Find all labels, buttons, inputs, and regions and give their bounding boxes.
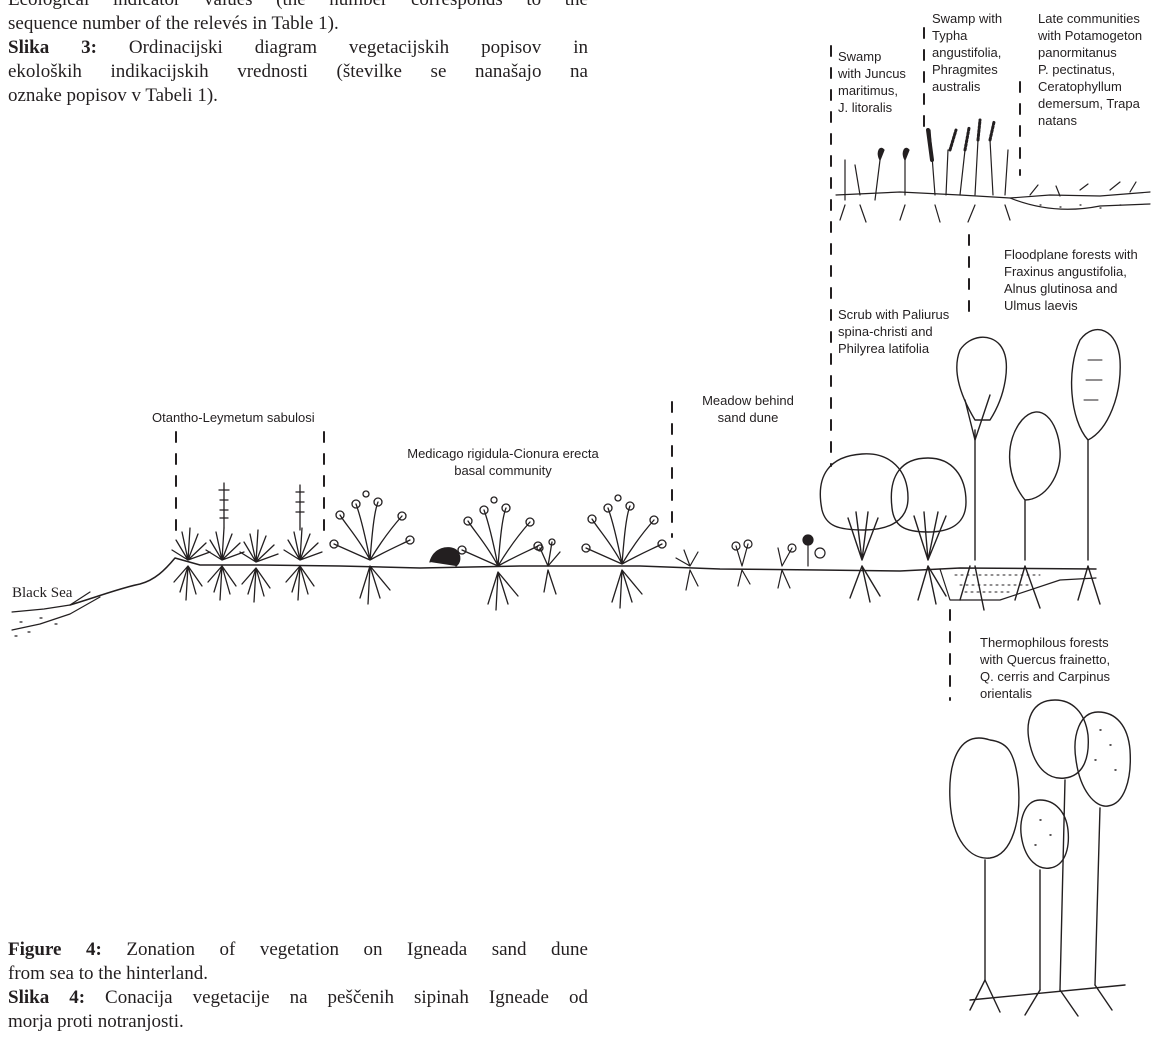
label-swamp-juncus: Swamp with Juncus maritimus, J. litorali…: [838, 48, 906, 116]
swamp-typha-line-2: Typha: [932, 27, 1002, 44]
meadow-line-2: sand dune: [688, 409, 808, 426]
medicago-community: [330, 491, 666, 610]
late-line-4: P. pectinatus,: [1038, 61, 1142, 78]
scrub-line-1: Scrub with Paliurus: [838, 306, 949, 323]
floodplane-line-3: Alnus glutinosa and: [1004, 280, 1138, 297]
label-swamp-typha: Swamp with Typha angustifolia, Phragmite…: [932, 10, 1002, 95]
swamp-typha-line-3: angustifolia,: [932, 44, 1002, 61]
swamp-typha-line-1: Swamp with: [932, 10, 1002, 27]
dune-grass-tufts: [172, 483, 322, 602]
swamp-vegetation: [836, 120, 1150, 222]
ground-profile: [70, 558, 1096, 605]
caption-4-sl-line-1: Slika 4: Conacija vegetacije na peščenih…: [8, 986, 588, 1010]
thermo-line-2: with Quercus frainetto,: [980, 651, 1110, 668]
floodplane-line-4: Ulmus laevis: [1004, 297, 1138, 314]
caption-4-en-label: Figure 4:: [8, 939, 102, 960]
swamp-typha-line-5: australis: [932, 78, 1002, 95]
floodplane-line-2: Fraxinus angustifolia,: [1004, 263, 1138, 280]
label-late-communities: Late communities with Potamogeton panorm…: [1038, 10, 1142, 129]
label-otantho-leymetum: Otantho-Leymetum sabulosi: [152, 409, 315, 426]
forest-soil: [940, 569, 1096, 600]
caption-4-sl-line-2: morja proti notranjosti.: [8, 1010, 588, 1034]
zone-divider-lines: [176, 28, 1020, 700]
swamp-juncus-line-2: with Juncus: [838, 65, 906, 82]
late-line-1: Late communities: [1038, 10, 1142, 27]
thermophilous-trees: [950, 700, 1131, 1016]
swamp-typha-line-4: Phragmites: [932, 61, 1002, 78]
otantho-text: Otantho-Leymetum sabulosi: [152, 409, 315, 426]
caption-4-en-line-2: from sea to the hinterland.: [8, 962, 588, 986]
caption-4-en-text-1: Zonation of vegetation on Igneada sand d…: [102, 939, 588, 960]
caption-4-sl-label: Slika 4:: [8, 987, 85, 1008]
floodplane-line-1: Floodplane forests with: [1004, 246, 1138, 263]
late-line-3: panormitanus: [1038, 44, 1142, 61]
caption-4-en-line-1: Figure 4: Zonation of vegetation on Igne…: [8, 938, 588, 962]
swamp-juncus-line-4: J. litoralis: [838, 99, 906, 116]
meadow-plants: [676, 535, 825, 590]
scrub-line-2: spina-christi and: [838, 323, 949, 340]
swamp-juncus-line-1: Swamp: [838, 48, 906, 65]
meadow-line-1: Meadow behind: [688, 392, 808, 409]
scrub-line-3: Philyrea latifolia: [838, 340, 949, 357]
label-black-sea: Black Sea: [12, 585, 72, 602]
thermo-line-3: Q. cerris and Carpinus: [980, 668, 1110, 685]
caption-4-sl-text-1: Conacija vegetacije na peščenih sipinah …: [85, 987, 588, 1008]
medicago-line-1: Medicago rigidula-Cionura erecta: [378, 445, 628, 462]
figure-4-caption: Figure 4: Zonation of vegetation on Igne…: [8, 938, 588, 1034]
label-scrub: Scrub with Paliurus spina-christi and Ph…: [838, 306, 949, 357]
late-line-2: with Potamogeton: [1038, 27, 1142, 44]
late-line-7: natans: [1038, 112, 1142, 129]
label-medicago-community: Medicago rigidula-Cionura erecta basal c…: [378, 445, 628, 479]
swamp-juncus-line-3: maritimus,: [838, 82, 906, 99]
label-thermophilous-forests: Thermophilous forests with Quercus frain…: [980, 634, 1110, 702]
label-floodplane-forests: Floodplane forests with Fraxinus angusti…: [1004, 246, 1138, 314]
late-line-5: Ceratophyllum: [1038, 78, 1142, 95]
black-sea-text: Black Sea: [12, 585, 72, 602]
label-meadow: Meadow behind sand dune: [688, 392, 808, 426]
late-line-6: demersum, Trapa: [1038, 95, 1142, 112]
thermo-line-4: orientalis: [980, 685, 1110, 702]
thermo-line-1: Thermophilous forests: [980, 634, 1110, 651]
medicago-line-2: basal community: [378, 462, 628, 479]
